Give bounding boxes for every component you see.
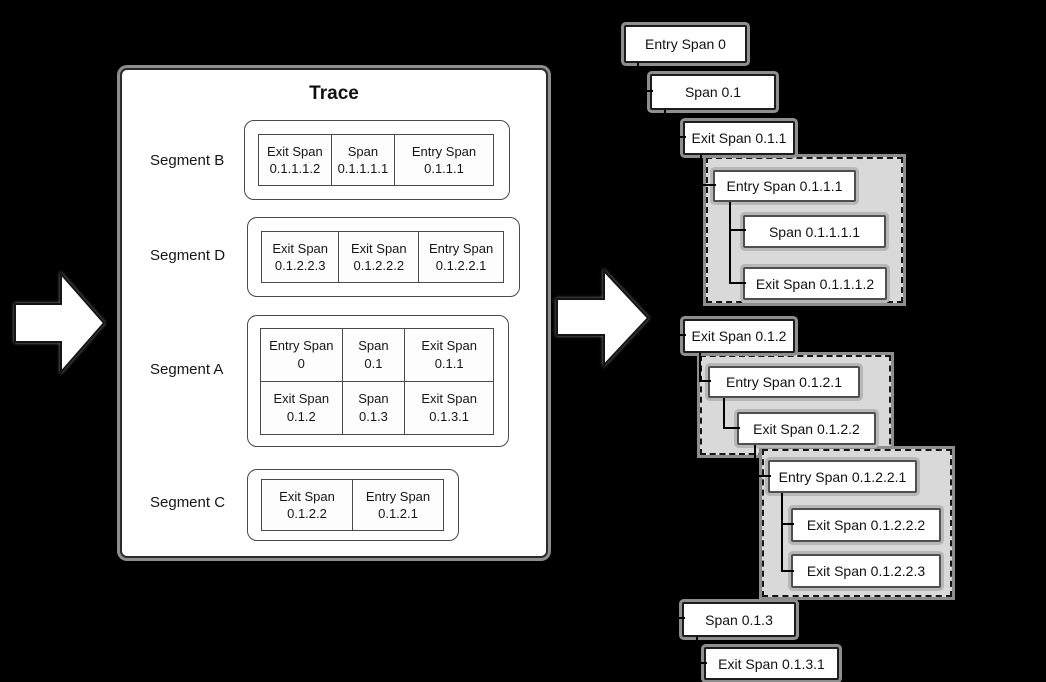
tree-connector-line — [637, 90, 653, 92]
segment-box-a: Entry Span 0 Span 0.1 Exit Span 0.1.1 Ex… — [247, 315, 509, 447]
tree-node-exit-span-0-1-2-2-3: Exit Span 0.1.2.2.3 — [791, 554, 941, 588]
flow-arrow-right-icon — [556, 269, 650, 367]
span-cell: Exit Span 0.1.1 — [404, 327, 494, 382]
trace-panel: Trace Segment B Segment D Segment A Segm… — [120, 68, 548, 558]
tree-connector-line — [781, 570, 794, 572]
span-cell: Exit Span 0.1.2.2.2 — [338, 231, 420, 283]
tree-node-entry-span-0-1-2-2-1: Entry Span 0.1.2.2.1 — [768, 460, 917, 493]
flow-arrow-left-icon — [14, 271, 106, 375]
tree-node-span-0-1: Span 0.1 — [650, 74, 776, 110]
tree-connector-line — [781, 493, 783, 572]
tree-connector-line — [723, 427, 740, 429]
span-cell: Entry Span 0.1.2.1 — [352, 479, 444, 531]
span-cell: Exit Span 0.1.2.2 — [261, 479, 353, 531]
tree-node-entry-span-0-1-2-1: Entry Span 0.1.2.1 — [708, 366, 860, 398]
tree-connector-line — [700, 155, 702, 186]
segment-b-row: Exit Span 0.1.1.1.2 Span 0.1.1.1.1 Entry… — [258, 134, 496, 186]
segment-a-row-2: Exit Span 0.1.2 Span 0.1.3 Exit Span 0.1… — [260, 380, 496, 435]
span-cell: Entry Span 0 — [260, 327, 343, 382]
segment-d-row: Exit Span 0.1.2.2.3 Exit Span 0.1.2.2.2 … — [261, 231, 506, 283]
tree-connector-line — [664, 334, 686, 336]
tree-connector-line — [637, 63, 639, 92]
tree-connector-line — [664, 136, 686, 138]
tree-node-exit-span-0-1-3-1: Exit Span 0.1.3.1 — [704, 647, 839, 680]
segment-label-a: Segment A — [150, 361, 224, 378]
span-cell: Span 0.1.1.1.1 — [330, 134, 396, 186]
tree-connector-line — [699, 353, 701, 382]
segment-c-row: Exit Span 0.1.2.2 Entry Span 0.1.2.1 — [261, 479, 445, 531]
tree-connector-line — [664, 110, 666, 620]
tree-node-exit-span-0-1-1-1-2: Exit Span 0.1.1.1.2 — [743, 267, 887, 300]
tree-connector-line — [729, 229, 746, 231]
tree-node-entry-span-0-1-1-1: Entry Span 0.1.1.1 — [713, 170, 856, 202]
tree-node-exit-span-0-1-1: Exit Span 0.1.1 — [683, 121, 795, 155]
tree-connector-line — [664, 617, 685, 619]
tree-node-exit-span-0-1-2-2-2: Exit Span 0.1.2.2.2 — [791, 508, 941, 542]
tree-connector-line — [696, 637, 698, 664]
trace-title: Trace — [309, 83, 359, 104]
segment-a-row-1: Entry Span 0 Span 0.1 Exit Span 0.1.1 — [260, 327, 496, 382]
span-cell: Exit Span 0.1.1.1.2 — [258, 134, 332, 186]
tree-connector-line — [699, 380, 711, 382]
tree-connector-line — [754, 445, 756, 477]
tree-node-exit-span-0-1-2-2: Exit Span 0.1.2.2 — [737, 412, 876, 445]
segment-box-d: Exit Span 0.1.2.2.3 Exit Span 0.1.2.2.2 … — [247, 217, 520, 297]
tree-node-entry-span-0: Entry Span 0 — [624, 25, 747, 63]
segment-label-c: Segment C — [150, 494, 226, 511]
segment-box-b: Exit Span 0.1.1.1.2 Span 0.1.1.1.1 Entry… — [244, 120, 510, 200]
tree-connector-line — [700, 184, 716, 186]
tree-node-span-0-1-1-1-1: Span 0.1.1.1.1 — [743, 215, 886, 248]
tree-connector-line — [696, 662, 707, 664]
span-cell: Exit Span 0.1.2.2.3 — [261, 231, 340, 283]
tree-connector-line — [729, 202, 731, 284]
segment-label-d: Segment D — [150, 247, 226, 264]
span-cell: Exit Span 0.1.2 — [260, 380, 343, 435]
tree-connector-line — [729, 282, 746, 284]
span-cell: Span 0.1 — [341, 327, 406, 382]
span-cell: Entry Span 0.1.2.2.1 — [418, 231, 504, 283]
span-cell: Entry Span 0.1.1.1 — [394, 134, 494, 186]
span-cell: Span 0.1.3 — [341, 380, 406, 435]
tree-node-span-0-1-3: Span 0.1.3 — [682, 602, 796, 637]
tree-connector-line — [754, 475, 771, 477]
tree-connector-line — [723, 398, 725, 429]
segment-label-b: Segment B — [150, 152, 225, 169]
tree-connector-line — [781, 523, 794, 525]
segment-box-c: Exit Span 0.1.2.2 Entry Span 0.1.2.1 — [247, 469, 459, 541]
span-cell: Exit Span 0.1.3.1 — [404, 380, 494, 435]
tree-node-exit-span-0-1-2: Exit Span 0.1.2 — [683, 319, 795, 353]
